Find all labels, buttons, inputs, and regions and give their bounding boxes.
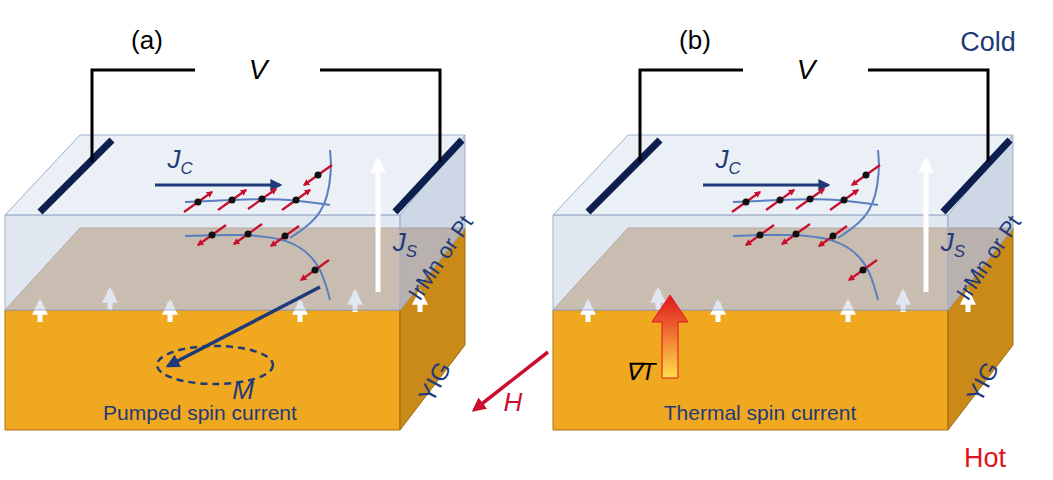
drawing-part [766,190,794,210]
drawing-part [849,260,877,280]
voltage-label: V [797,56,816,84]
drawing-part [732,192,760,212]
drawing-part [168,287,320,366]
drawing-part [553,135,1013,215]
drawing-part [830,233,837,240]
drawing-part [155,184,280,187]
drawing-part [195,199,202,206]
spin-current-caption: Thermal spin current [664,402,857,423]
drawing-part [777,197,784,204]
panel-label: (b) [679,27,711,53]
drawing-part [312,267,319,274]
drawing-part [553,215,948,310]
charge-current-label: JC [715,146,740,178]
drawing-part [395,140,462,212]
spin-current-label: JS [393,229,417,261]
drawing-part [782,224,810,244]
drawing-part [5,135,465,215]
drawing-part [282,190,310,210]
drawing-part [198,225,226,245]
drawing-part [184,192,212,212]
hot-side-label: Hot [964,445,1006,472]
drawing-part [703,184,828,187]
drawing-part [315,172,322,179]
drawing-part [743,199,750,206]
charge-current-label: JC [167,146,192,178]
drawing-part [234,224,262,244]
drawing-part [863,172,870,179]
drawing-part [304,165,332,185]
drawing-part [807,196,814,203]
drawing-part [248,189,276,209]
drawing-part [746,225,774,245]
drawing-part [943,140,1010,212]
drawing-part [796,189,824,209]
panel-label: (a) [131,27,163,53]
drawing-part [5,215,400,310]
drawing-part [376,160,381,292]
drawing-part [259,196,266,203]
drawing-part [40,140,112,212]
drawing-part [293,197,300,204]
drawing-part [757,232,764,239]
field-label: H [504,389,523,415]
drawing-part [301,260,329,280]
drawing-part [588,140,660,212]
drawing-part [229,197,236,204]
drawing-part [290,150,331,238]
drawing-part [652,295,688,378]
drawing-part [218,190,246,210]
drawing-part [830,190,858,210]
magnetization-label: M [232,377,254,403]
drawing-part [209,232,216,239]
drawing-part [841,197,848,204]
drawing-part [819,226,847,246]
drawing-part [282,233,289,240]
drawing-part [553,70,1013,430]
drawing-part [5,310,400,430]
drawing-part [852,165,880,185]
drawing-part [838,150,879,238]
spin-current-caption: Pumped spin current [103,402,297,423]
gradient-label: ∇T [625,360,656,384]
drawing-part [924,160,929,292]
drawing-part [185,235,330,300]
drawing-part [553,310,948,430]
drawing-part [245,231,252,238]
cold-side-label: Cold [960,29,1016,56]
drawing-part [860,267,867,274]
drawing-part [793,231,800,238]
voltage-label: V [249,56,268,84]
drawing-part [5,70,548,430]
spin-current-label: JS [941,229,965,261]
drawing-part [733,235,878,300]
drawing-part [271,226,299,246]
drawing-part [157,346,273,384]
